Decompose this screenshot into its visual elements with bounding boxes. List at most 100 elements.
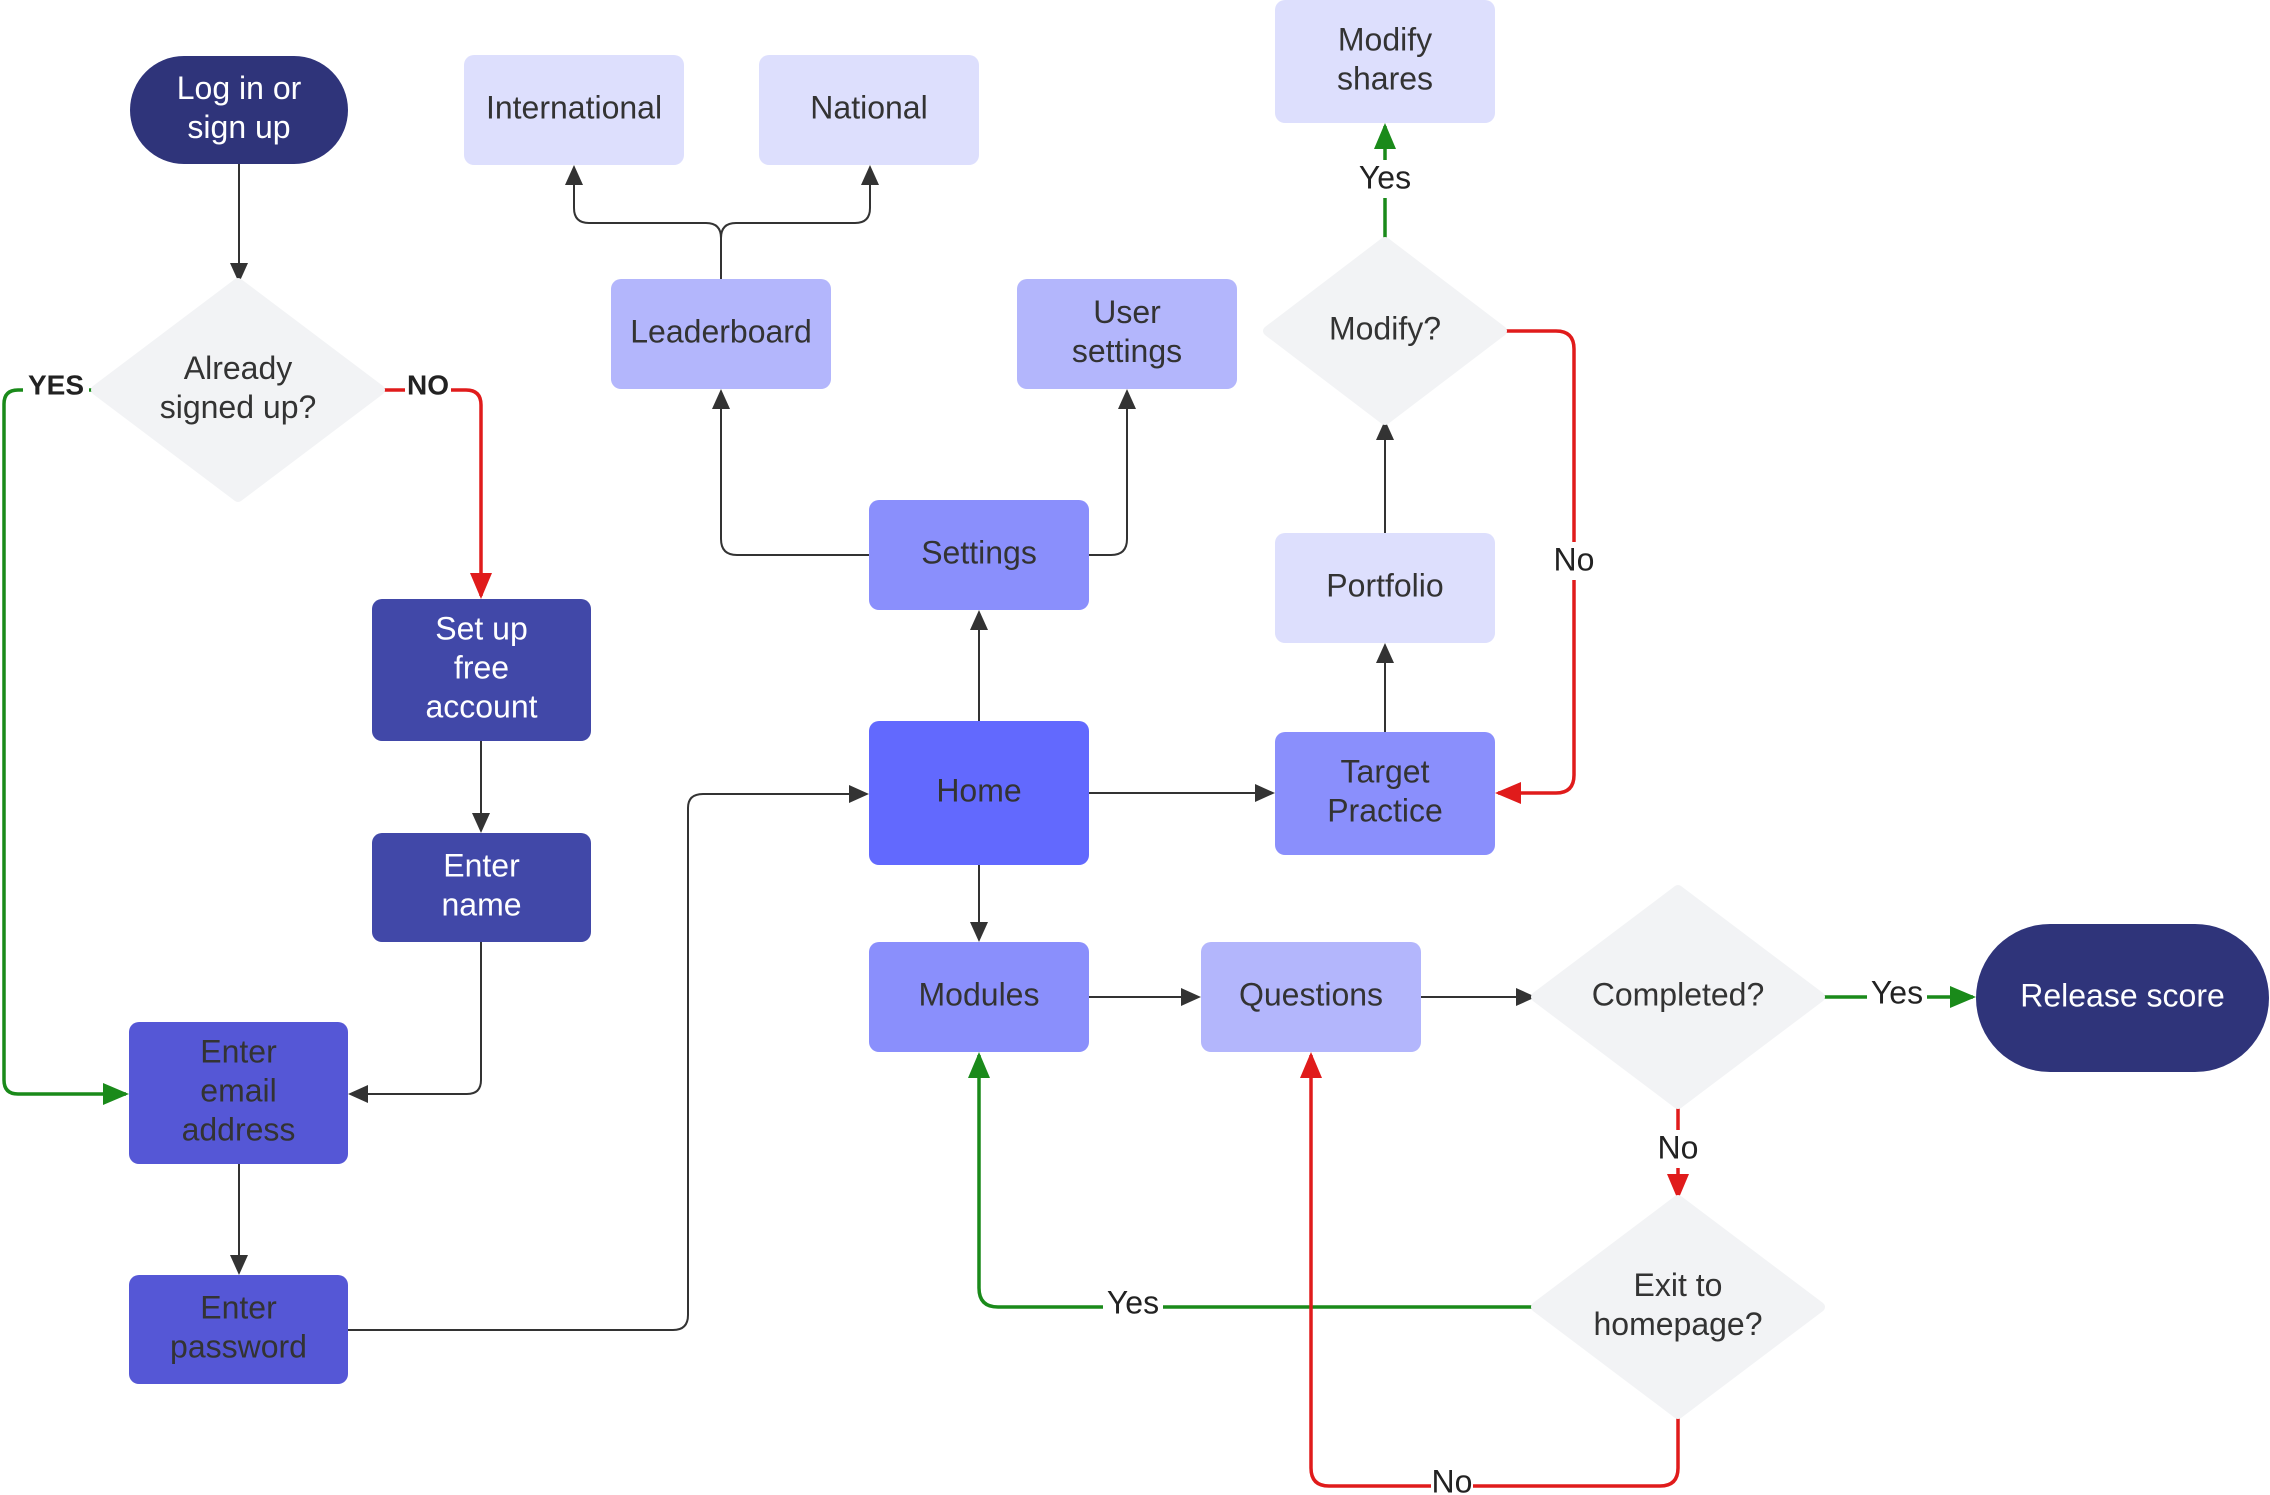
connector-login-signed [230,164,248,283]
node-label: Enter [200,1033,277,1069]
connector-label-text: Yes [1359,159,1411,195]
connector-line [1309,1055,1680,1488]
connectors [2,123,1976,1488]
arrowhead [861,165,879,185]
connector-label-modify-shares-yes: Yes [1355,159,1415,198]
process-shape [372,833,591,942]
process-shape [1275,732,1495,855]
arrowhead [1374,123,1396,149]
connector-line [2,388,126,1096]
node-label: Practice [1327,792,1443,828]
connector-line [573,168,722,279]
connector-signed-email-yes [2,388,129,1105]
connector-line [1089,392,1128,556]
label-background [1867,975,1927,1013]
node-label: Log in or [177,70,302,106]
arrowhead [970,610,988,630]
label-background [23,367,89,405]
process-shape [869,942,1089,1052]
node-portfolio: Portfolio [1275,533,1495,643]
connector-label-completed-release-yes: Yes [1867,974,1927,1013]
connector-label-text: YES [28,369,84,400]
node-label: Questions [1239,976,1383,1012]
node-label: Enter [443,847,520,883]
connector-home-target [1089,784,1275,802]
node-label: Already [184,350,293,386]
process-shape [129,1022,348,1164]
node-label: signed up? [160,389,317,425]
arrowhead [1376,420,1394,440]
arrowhead [849,785,869,803]
node-questions: Questions [1201,942,1421,1052]
node-completed: Completed? [1531,885,1825,1109]
arrowhead [470,573,492,599]
connector-line [348,793,866,1331]
connector-exit-modules-yes [968,1052,1536,1309]
node-leaderboard: Leaderboard [611,279,831,389]
terminal-shape [130,56,348,164]
process-shape [869,500,1089,610]
node-label: Exit to [1634,1267,1723,1303]
process-shape [1275,0,1495,123]
arrowhead [565,165,583,185]
connector-label-text: Yes [1107,1284,1159,1320]
arrowhead [103,1083,129,1105]
connector-setup-name [472,741,490,833]
node-label: National [810,89,927,125]
node-national: National [759,55,979,165]
process-shape [869,721,1089,865]
label-background [405,367,451,405]
node-label: Modify? [1329,310,1441,346]
arrowhead [230,1255,248,1275]
arrowhead [1950,986,1976,1008]
arrowhead [348,1085,368,1103]
arrowhead [1300,1052,1322,1078]
arrowhead [1667,1174,1689,1200]
node-label: Set up [435,610,528,646]
node-label: User [1093,294,1161,330]
node-label: Completed? [1592,976,1765,1012]
connector-questions-completed [1421,988,1536,1006]
node-label: Release score [2020,977,2225,1013]
connector-settings-usersettings [1089,389,1136,556]
node-label: Settings [921,534,1037,570]
connector-label-exit-modules-yes: Yes [1103,1284,1163,1323]
process-shape [372,599,591,741]
node-release: Release score [1976,924,2269,1072]
connector-home-modules [970,865,988,942]
arrowhead [1495,782,1521,804]
label-background [1657,1130,1699,1168]
node-label: Enter [200,1289,277,1325]
connector-portfolio-modify [1376,420,1394,533]
connector-modules-questions [1089,988,1201,1006]
connector-email-password [230,1164,248,1275]
connector-leaderboard-national [720,165,879,279]
node-label: shares [1337,60,1433,96]
connector-label-text: No [1432,1463,1473,1495]
node-label: Portfolio [1326,567,1443,603]
node-international: International [464,55,684,165]
connector-label-exit-questions-no: No [1431,1463,1473,1495]
node-home: Home [869,721,1089,865]
connector-settings-leaderboard [712,389,869,556]
decision-shape [1531,1195,1825,1419]
connector-exit-questions-no [1300,1052,1680,1488]
node-label: homepage? [1593,1306,1762,1342]
arrowhead [1255,784,1275,802]
node-label: International [486,89,662,125]
process-shape [129,1275,348,1384]
node-label: sign up [187,109,290,145]
connector-label-text: No [1554,541,1595,577]
node-label: email [200,1072,276,1108]
connector-name-email [348,942,482,1103]
connector-line [977,1055,1536,1309]
arrowhead [1376,643,1394,663]
label-background [1431,1464,1473,1495]
